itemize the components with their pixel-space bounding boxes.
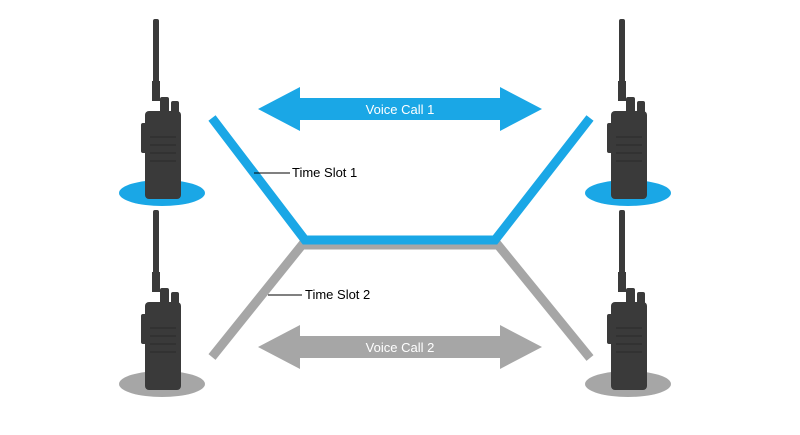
time-slot-1-label: Time Slot 1 <box>292 165 357 180</box>
slot-2-line <box>208 240 594 361</box>
radio-top-left <box>119 19 205 206</box>
radio-bottom-right <box>585 210 671 397</box>
time-slot-2-path <box>208 240 594 361</box>
two-way-radio-icon <box>607 210 647 390</box>
time-slot-2-callout: Time Slot 2 <box>268 287 370 302</box>
two-way-radio-icon <box>141 210 181 390</box>
double-arrow-icon <box>258 325 542 369</box>
voice-call-1-label: Voice Call 1 <box>366 102 435 117</box>
radios-group <box>119 19 671 397</box>
time-slot-1-callout: Time Slot 1 <box>254 165 357 180</box>
two-way-radio-icon <box>141 19 181 199</box>
time-slot-1-path <box>208 115 594 245</box>
radio-top-right <box>585 19 671 206</box>
two-way-radio-icon <box>607 19 647 199</box>
voice-call-2-arrow: Voice Call 2 <box>258 325 542 369</box>
time-slot-2-label: Time Slot 2 <box>305 287 370 302</box>
voice-call-1-arrow: Voice Call 1 <box>258 87 542 131</box>
slot-1-line <box>208 115 594 245</box>
double-arrow-icon <box>258 87 542 131</box>
radio-bottom-left <box>119 210 205 397</box>
voice-call-2-label: Voice Call 2 <box>366 340 435 355</box>
